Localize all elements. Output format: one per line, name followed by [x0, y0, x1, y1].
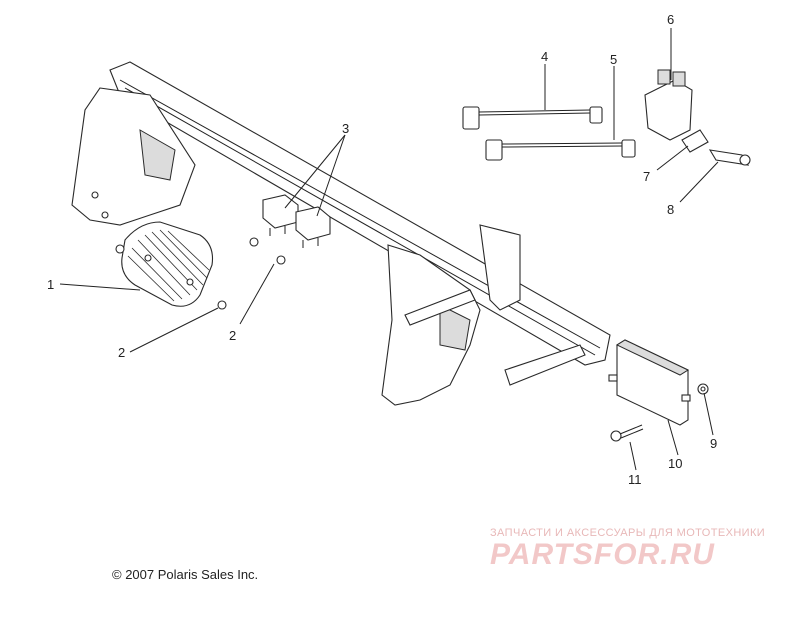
callout-5: 5	[610, 52, 617, 67]
bushing	[681, 129, 709, 153]
pin	[708, 149, 751, 166]
connector-block	[644, 69, 693, 141]
screw	[115, 237, 286, 310]
leader-lines	[59, 28, 719, 471]
callout-11: 11	[628, 472, 642, 487]
copyright-notice: © 2007 Polaris Sales Inc.	[112, 567, 259, 582]
callout-9: 9	[710, 436, 717, 451]
callout-labels: 1 2 2 3 4 5 6 7 8 9 10 11	[47, 12, 717, 487]
callout-2a: 2	[118, 345, 125, 360]
callout-4: 4	[541, 49, 548, 64]
callout-3: 3	[342, 121, 349, 136]
watermark-tagline: ЗАПЧАСТИ И АКСЕССУАРЫ ДЛЯ МОТОТЕХНИКИ	[490, 527, 766, 539]
callout-10: 10	[668, 456, 682, 471]
sensor-4	[462, 106, 603, 130]
ecu-module	[608, 339, 691, 426]
sensor-5	[485, 139, 636, 161]
callout-2b: 2	[229, 328, 236, 343]
frame-bracket-center	[381, 224, 586, 406]
callout-7: 7	[643, 169, 650, 184]
frame-bracket-left	[71, 87, 196, 226]
watermark-brand: PARTSFOR.RU	[490, 538, 715, 571]
callout-8: 8	[667, 202, 674, 217]
callout-6: 6	[667, 12, 674, 27]
frame-crossmember	[109, 61, 611, 366]
bolt	[610, 424, 644, 442]
callout-1: 1	[47, 277, 54, 292]
nut	[697, 383, 709, 395]
voltage-regulator	[121, 221, 214, 307]
